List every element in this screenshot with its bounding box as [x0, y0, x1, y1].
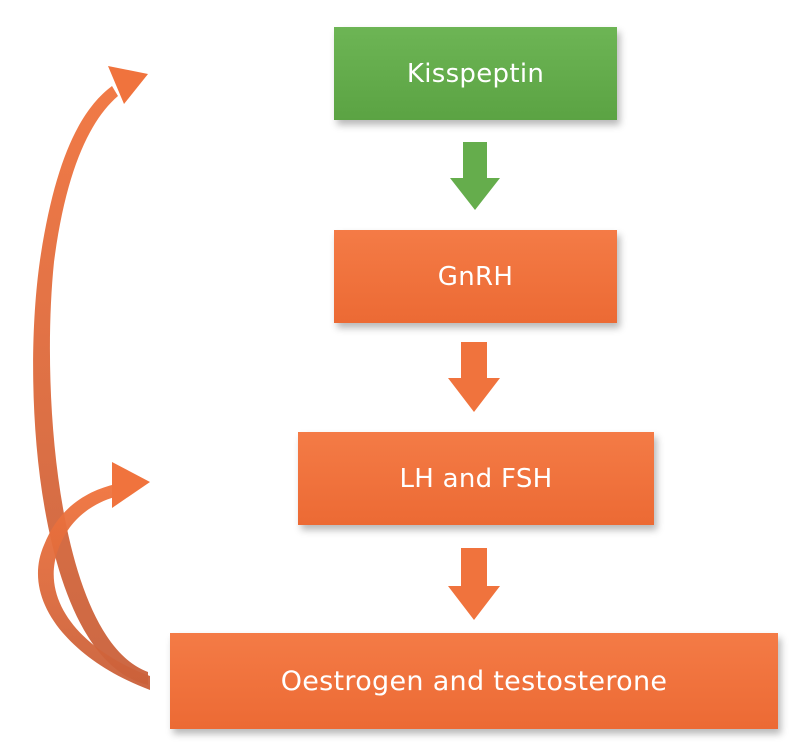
node-kisspeptin-label: Kisspeptin — [406, 58, 545, 89]
node-lh-fsh: LH and FSH — [298, 432, 654, 525]
node-kisspeptin: Kisspeptin — [334, 27, 617, 120]
node-gnrh-label: GnRH — [437, 261, 514, 292]
feedback-arrow-to-lh-fsh — [37, 462, 150, 690]
node-oestrogen-testosterone-label: Oestrogen and testosterone — [280, 665, 668, 697]
node-oestrogen-testosterone: Oestrogen and testosterone — [170, 633, 778, 729]
feedback-arrow-to-kisspeptin — [33, 66, 148, 685]
node-lh-fsh-label: LH and FSH — [399, 463, 553, 494]
arrow-kisspeptin-to-gnrh — [450, 142, 500, 210]
arrow-gnrh-to-lh-fsh — [448, 342, 500, 412]
arrow-lh-fsh-to-oestrogen — [448, 548, 500, 620]
node-gnrh: GnRH — [334, 230, 617, 323]
